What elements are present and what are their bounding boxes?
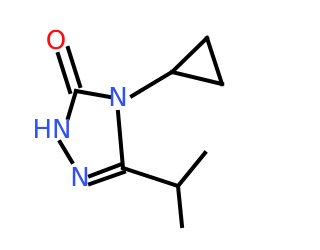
bond-cyclopropyl-b <box>204 35 225 87</box>
atom-nitrogen-2: N <box>70 163 89 193</box>
bond-n2-c3-a <box>87 169 127 187</box>
bond-c5-n1 <box>65 88 79 121</box>
bond-c5-o-b <box>55 51 73 95</box>
bond-c3-n4 <box>115 109 126 171</box>
atom-nitrogen-4: N <box>108 83 127 113</box>
bond-isopropyl-methyl-a <box>175 150 208 189</box>
atom-oxygen: O <box>46 26 66 56</box>
bond-n2-c3-b <box>87 161 125 179</box>
bond-n1-n2 <box>57 139 75 165</box>
bond-cyclopropyl-c <box>169 69 225 87</box>
bond-isopropyl-methyl-b <box>175 183 185 229</box>
bond-n4-cyclopropyl <box>129 69 175 99</box>
bond-c3-isopropyl <box>120 165 181 189</box>
bond-cyclopropyl-a <box>169 35 210 75</box>
bond-c5-o-a <box>65 45 83 89</box>
atom-nitrogen-1: HN <box>33 115 72 145</box>
molecule-structure: O N HN N <box>33 26 225 229</box>
bond-c5-n4 <box>73 88 113 100</box>
